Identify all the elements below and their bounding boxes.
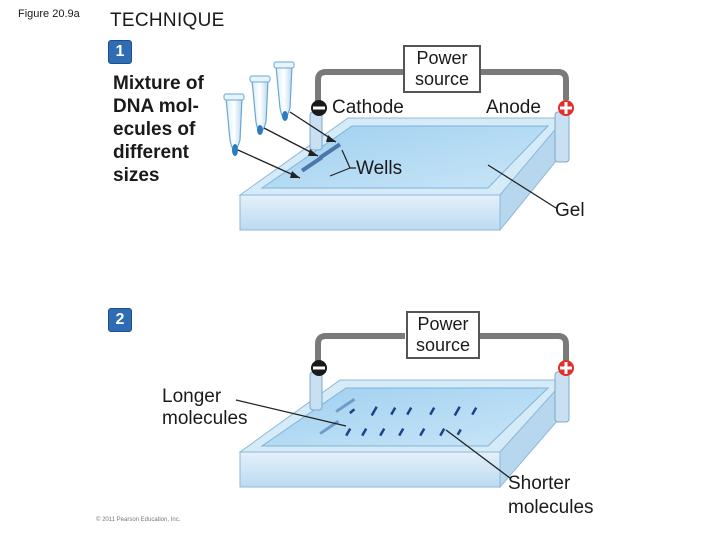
power-source-line: Power — [417, 314, 469, 334]
anode-wire — [480, 69, 569, 100]
dna-band — [349, 408, 356, 415]
label-line: molecules — [508, 497, 594, 518]
shorter-pointer — [445, 429, 511, 479]
loading-arrow — [263, 127, 319, 157]
cathode-label: Cathode — [332, 97, 404, 118]
wells-label: Wells — [356, 158, 403, 179]
mixture-label: Mixture of DNA mol- ecules of different … — [113, 72, 233, 187]
label-line: Longer — [162, 386, 222, 407]
figure-label: Figure 20.9a — [18, 8, 80, 20]
wells — [300, 142, 342, 173]
dna-band — [419, 428, 426, 437]
dna-band — [406, 407, 413, 416]
dna-band — [361, 428, 368, 437]
gel-tray-2 — [238, 371, 570, 489]
power-source-line: source — [414, 69, 470, 89]
loading-arrow — [237, 149, 301, 179]
label-line: molecules — [162, 408, 248, 429]
gel-label: Gel — [555, 200, 585, 221]
anode-wire — [480, 333, 569, 362]
wells-bracket — [329, 149, 356, 177]
gel-tray-1 — [238, 111, 570, 232]
dna-bands — [345, 406, 478, 437]
sample-tube — [273, 61, 295, 121]
dna-band — [471, 407, 478, 416]
dna-band — [456, 428, 462, 436]
technique-heading: TECHNIQUE — [110, 10, 225, 31]
dna-band — [439, 428, 446, 437]
mixture-line: DNA mol- — [113, 96, 199, 117]
gel-pointer — [487, 164, 557, 209]
dna-band — [429, 407, 436, 416]
dna-band — [379, 428, 386, 437]
mixture-line: different — [113, 142, 189, 163]
dna-band — [345, 428, 352, 437]
dna-band — [370, 406, 378, 417]
mixture-line: sizes — [113, 165, 160, 186]
label-line: Shorter — [508, 473, 571, 494]
longer-molecules-label: Longer molecules — [162, 386, 248, 430]
shorter-molecules-label: Shorter molecules — [508, 472, 594, 520]
cathode-wire — [315, 333, 405, 362]
dna-band — [453, 406, 461, 417]
step-2-badge: 2 — [108, 308, 132, 332]
mixture-line: Mixture of — [113, 73, 204, 94]
power-source-line: Power — [416, 48, 468, 68]
anode-label: Anode — [486, 97, 541, 118]
sample-tubes — [223, 61, 295, 156]
dna-band — [398, 428, 405, 437]
copyright-notice: © 2011 Pearson Education, Inc. — [96, 517, 181, 523]
sample-tube — [249, 75, 271, 135]
mixture-line: ecules of — [113, 119, 196, 140]
longer-pointer — [235, 399, 347, 427]
step-1-badge: 1 — [108, 40, 132, 64]
power-source-box-1: Power source — [403, 45, 481, 93]
cathode-wire — [315, 69, 405, 108]
sample-tube — [223, 93, 245, 156]
dna-band — [390, 407, 397, 416]
power-source-box-2: Power source — [406, 311, 480, 359]
power-source-line: source — [415, 335, 471, 355]
